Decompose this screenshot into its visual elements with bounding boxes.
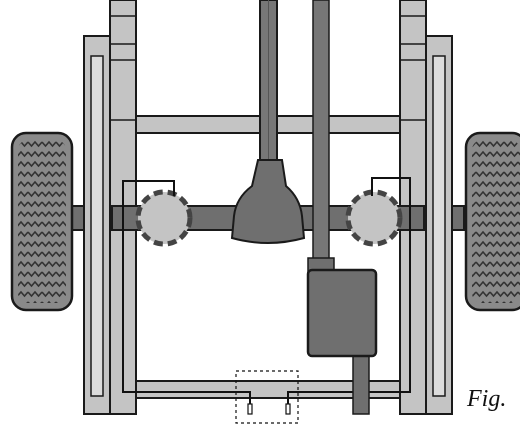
tank-stem — [352, 351, 370, 415]
lower-crossmember — [135, 380, 401, 399]
right-brake-hub — [345, 189, 403, 247]
left-outer-rail — [83, 35, 113, 415]
right-outer-rail — [423, 35, 453, 415]
left-wheel-tire — [10, 131, 74, 312]
differential-housing — [230, 159, 306, 244]
right-terminal — [285, 403, 291, 415]
tank-column — [312, 0, 330, 263]
dashed-connector-box — [235, 370, 299, 424]
left-brake-hub — [135, 189, 193, 247]
cylinder-tank — [306, 268, 378, 358]
right-wire — [287, 177, 411, 410]
left-wire — [122, 180, 251, 410]
right-wheel-tire — [464, 131, 520, 312]
figure-caption: Fig. — [467, 386, 507, 412]
left-terminal — [247, 403, 253, 415]
